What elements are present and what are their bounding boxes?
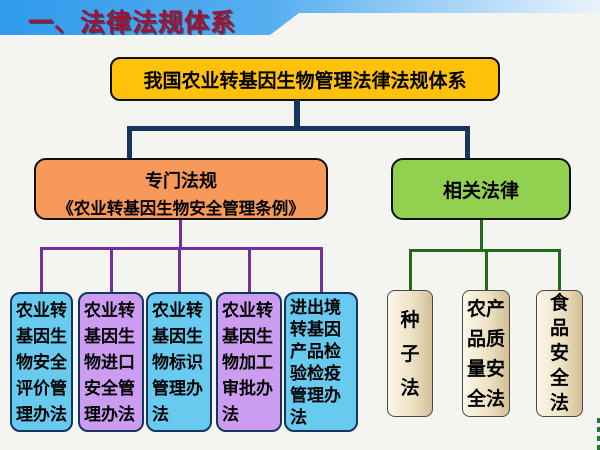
- branch-related-laws: 相关法律: [391, 158, 571, 220]
- measure-box-import-safety: 农业转 基因生 物进口 安全管 理办法: [78, 292, 144, 432]
- connector-related-horizontal: [409, 249, 559, 252]
- measure-box-processing-approval: 农业转 基因生 物加工 审批办 法: [216, 292, 282, 432]
- branch-special-regulations: 专门法规 《农业转基因生物安全管理条例》: [34, 158, 328, 220]
- connector-related-drop-1: [409, 249, 412, 290]
- connector-special-drop-3: [178, 247, 181, 292]
- measure-box-labeling: 农业转 基因生 物标识 管理办 法: [146, 292, 212, 432]
- connector-root-drop-right: [465, 126, 470, 160]
- connector-special-drop-5: [320, 247, 323, 292]
- connector-root-stem: [294, 100, 300, 128]
- connector-special-drop-1: [40, 247, 43, 292]
- branch-special-title: 专门法规: [145, 171, 217, 192]
- banner-ribbon: [0, 0, 600, 35]
- connector-root-drop-left: [127, 126, 132, 160]
- slide-title: 一、法律法规体系: [28, 8, 237, 37]
- measure-box-entry-exit-quarantine: 进出境 转基因 产品检 验检疫 管理办 法: [284, 292, 358, 432]
- edge-artifact: [597, 418, 600, 450]
- measure-box-safety-evaluation: 农业转 基因生 物安全 评价管 理办法: [10, 292, 73, 432]
- branch-related-title: 相关法律: [442, 179, 519, 202]
- root-node-label: 我国农业转基因生物管理法律法规体系: [143, 69, 467, 92]
- connector-special-drop-4: [248, 247, 251, 292]
- branch-special-subtitle: 《农业转基因生物安全管理条例》: [57, 199, 305, 218]
- statute-box-food-safety-law: 食 品 安 全 法: [536, 290, 583, 417]
- connector-related-drop-2: [485, 249, 488, 290]
- connector-special-stem: [179, 220, 182, 249]
- connector-related-drop-3: [558, 249, 561, 290]
- connector-special-drop-2: [110, 247, 113, 292]
- root-node: 我国农业转基因生物管理法律法规体系: [110, 57, 500, 101]
- connector-related-stem: [480, 220, 483, 251]
- statute-box-agri-product-quality-law: 农产 品质 量安 全法: [462, 290, 510, 417]
- connector-root-horizontal: [127, 126, 470, 131]
- statute-box-seed-law: 种 子 法: [387, 290, 433, 417]
